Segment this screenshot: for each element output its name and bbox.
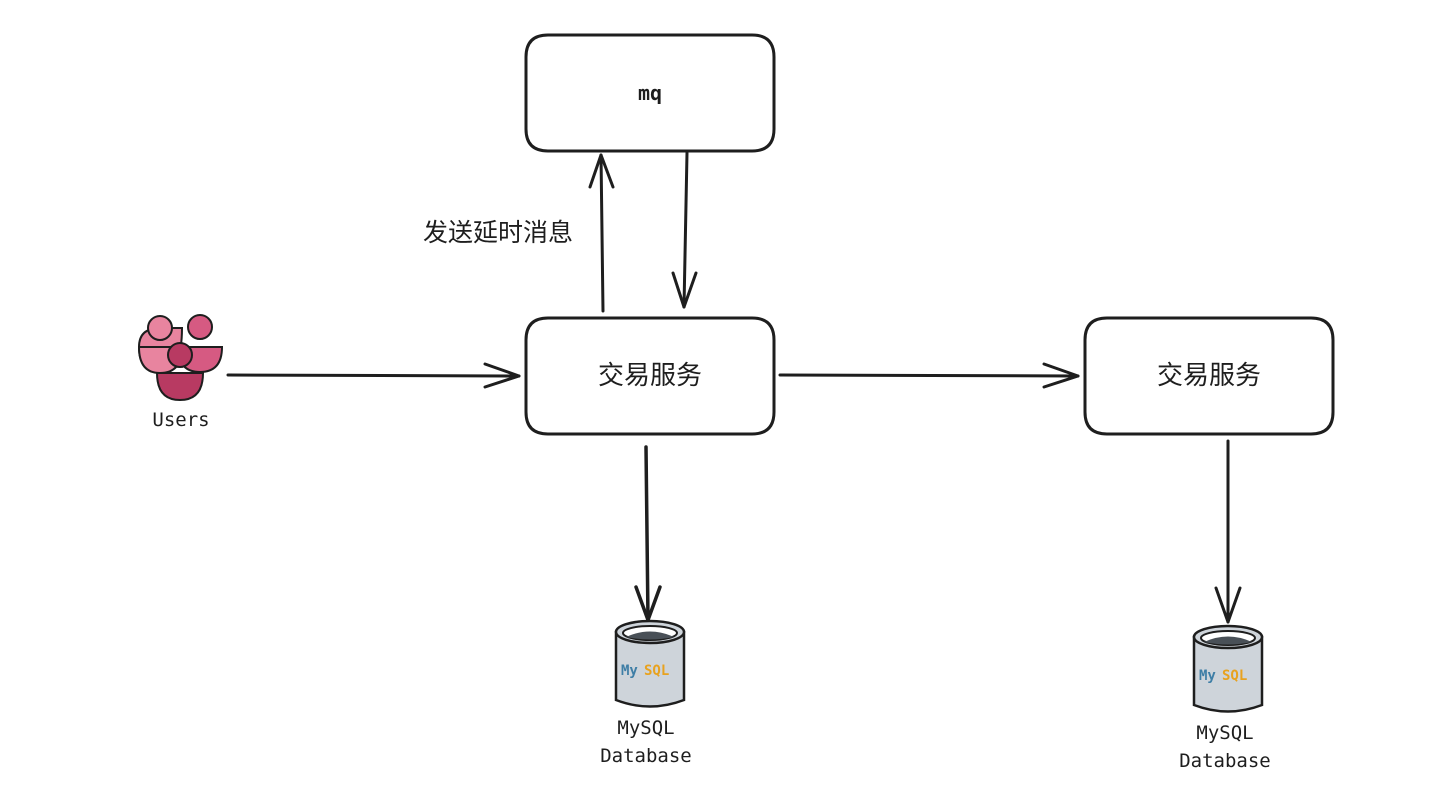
users-icon [137, 314, 224, 402]
db-2-label-line2: Database [1179, 750, 1271, 772]
arrow-mq-to-trade-service-1[interactable] [671, 151, 698, 309]
trade-service-2-node[interactable]: 交易服务 [1083, 316, 1335, 436]
trade-service-1-label: 交易服务 [598, 361, 702, 391]
trade-service-1-node[interactable]: 交易服务 [524, 316, 776, 436]
db-1-label-line1: MySQL [617, 717, 674, 739]
mq-box[interactable] [524, 33, 776, 153]
database-icon: My SQL [1192, 624, 1264, 713]
db-1-label-line2: Database [600, 745, 692, 767]
arrow-trade-service-1-to-db-1[interactable] [634, 445, 662, 622]
users-node[interactable]: Users [137, 314, 224, 431]
edge-label-send-delay-message: 发送延时消息 [423, 218, 573, 247]
db-2-label-line1: MySQL [1196, 722, 1253, 744]
mysql-logo-sql: SQL [644, 663, 669, 679]
mysql-logo-my: My [1199, 668, 1216, 684]
trade-service-2-box[interactable] [1083, 316, 1335, 436]
mysql-logo-my: My [621, 663, 638, 679]
mq-node[interactable]: mq [524, 33, 776, 153]
arrow-trade-service-1-to-trade-service-2[interactable] [778, 362, 1080, 389]
trade-service-2-label: 交易服务 [1157, 361, 1261, 391]
mysql-db-2-node[interactable]: My SQL MySQL Database [1179, 624, 1271, 772]
mysql-logo-sql: SQL [1222, 668, 1247, 684]
users-label: Users [152, 409, 209, 431]
database-icon: My SQL [614, 619, 686, 708]
arrow-trade-service-1-to-mq[interactable] [588, 153, 615, 313]
mq-label: mq [638, 81, 662, 105]
arrow-trade-service-2-to-db-2[interactable] [1214, 439, 1242, 624]
trade-service-1-box[interactable] [524, 316, 776, 436]
arrow-users-to-trade-service-1[interactable] [226, 362, 521, 389]
mysql-db-1-node[interactable]: My SQL MySQL Database [600, 619, 692, 767]
